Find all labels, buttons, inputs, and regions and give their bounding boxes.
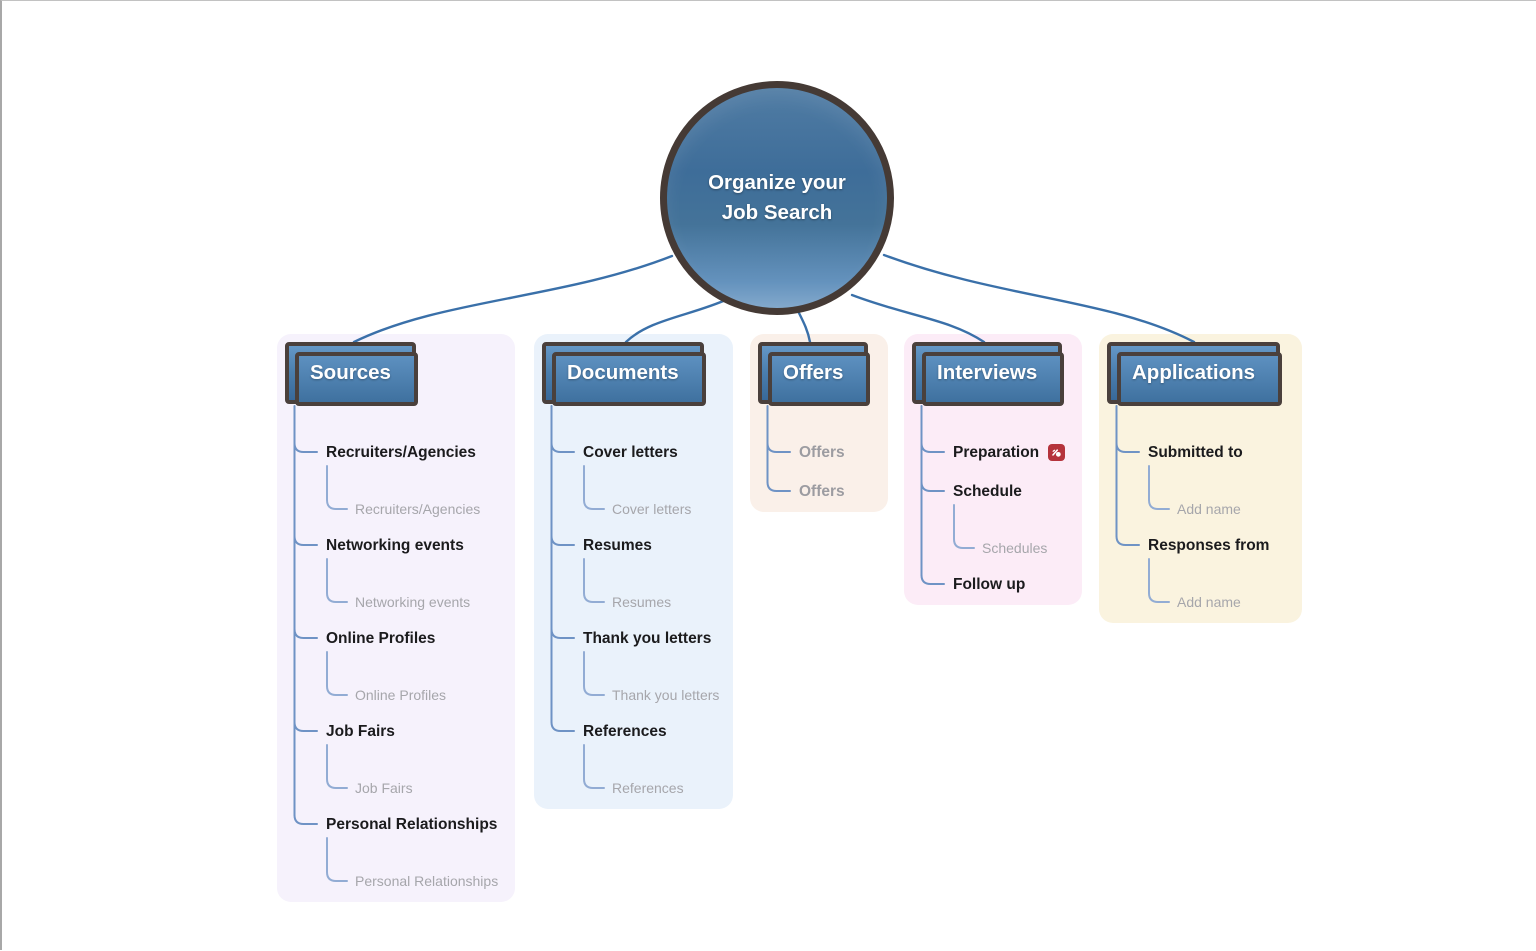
branch-item[interactable]: Follow up [953, 576, 1025, 593]
branch-box-interviews[interactable]: Interviews [912, 342, 1065, 406]
branch-item-label: Thank you letters [583, 630, 712, 647]
branch-item-label: Personal Relationships [326, 816, 498, 833]
attachment-badge-icon[interactable] [1048, 444, 1066, 461]
branch-box-documents[interactable]: Documents [542, 342, 706, 406]
branch-item[interactable]: Thank you letters [583, 630, 711, 647]
branch-item-label: Submitted to [1148, 444, 1243, 461]
branch-box-offers[interactable]: Offers [758, 342, 871, 406]
branch-item[interactable]: References [583, 723, 667, 740]
branch-item-label: Networking events [326, 537, 464, 554]
branch-box-label: Applications [1132, 361, 1256, 384]
branch-subitem[interactable]: Add name [1177, 594, 1241, 610]
branch-item[interactable]: Cover letters [583, 444, 678, 461]
branch-item-label: References [583, 723, 667, 740]
branch-item[interactable]: Offers [799, 444, 845, 461]
branch-box-label: Documents [567, 361, 679, 384]
root-node-label: Organize your Job Search [708, 171, 846, 224]
branch-box-label: Interviews [937, 361, 1038, 384]
branch-box-label: Sources [310, 361, 391, 384]
branch-item-label: Offers [799, 483, 845, 500]
branch-subitem[interactable]: Cover letters [612, 501, 692, 517]
branch-item-label: Preparation [953, 444, 1040, 461]
branch-item[interactable]: Preparation [953, 444, 1066, 461]
branch-subitem[interactable]: Resumes [612, 594, 672, 610]
branch-item-label: Resumes [583, 537, 652, 554]
branch-item[interactable]: Personal Relationships [326, 816, 497, 833]
branch-item[interactable]: Online Profiles [326, 630, 435, 647]
branch-item[interactable]: Job Fairs [326, 723, 395, 740]
branch-box-label: Offers [783, 361, 844, 384]
branch-subitem[interactable]: Personal Relationships [355, 873, 499, 889]
branch-subitem[interactable]: Recruiters/Agencies [355, 501, 481, 517]
branch-item-label: Cover letters [583, 444, 678, 461]
branch-item[interactable]: Resumes [583, 537, 652, 554]
branch-subitem[interactable]: Schedules [982, 540, 1048, 556]
connector-line [352, 254, 674, 344]
branch-item-label: Schedule [953, 483, 1022, 500]
branch-item[interactable]: Submitted to [1148, 444, 1243, 461]
branch-box-sources[interactable]: Sources [285, 342, 418, 406]
branch-subitem[interactable]: References [612, 780, 684, 796]
branch-item-label: Follow up [953, 576, 1026, 593]
branch-item[interactable]: Schedule [953, 483, 1022, 500]
connector-line [882, 253, 1196, 344]
branch-subitem[interactable]: Online Profiles [355, 687, 447, 703]
branch-item-label: Offers [799, 444, 845, 461]
branch-subitem[interactable]: Job Fairs [355, 780, 413, 796]
branch-item[interactable]: Responses from [1148, 537, 1269, 554]
branch-subitem[interactable]: Add name [1177, 501, 1241, 517]
branch-item-label: Online Profiles [326, 630, 436, 647]
branch-item-label: Recruiters/Agencies [326, 444, 476, 461]
branch-item-label: Responses from [1148, 537, 1270, 554]
branch-box-applications[interactable]: Applications [1107, 342, 1283, 406]
branch-item[interactable]: Recruiters/Agencies [326, 444, 476, 461]
branch-subitem[interactable]: Networking events [355, 594, 471, 610]
branch-item-label: Job Fairs [326, 723, 395, 740]
branch-subitem[interactable]: Thank you letters [612, 687, 720, 703]
branch-item[interactable]: Offers [799, 483, 845, 500]
root-node[interactable]: Organize your Job Search [660, 81, 894, 315]
branch-item[interactable]: Networking events [326, 537, 464, 554]
branch-panel-sources [277, 334, 515, 902]
